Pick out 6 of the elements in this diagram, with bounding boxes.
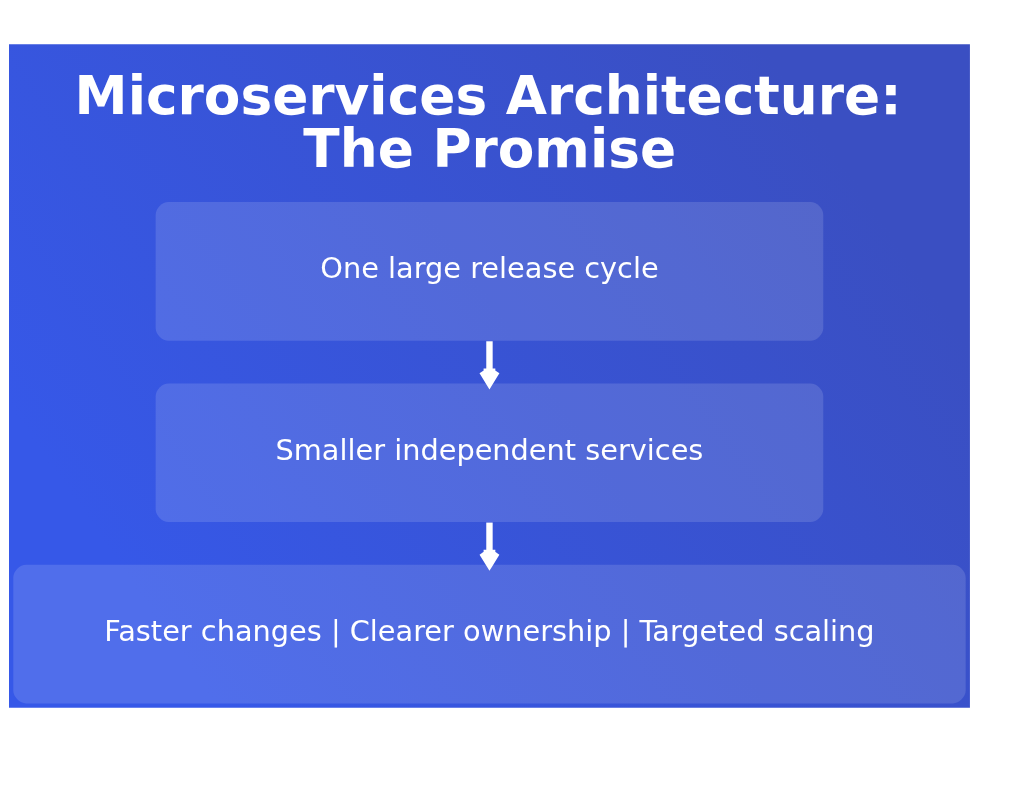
diagram-title: Microservices Architecture: The Promise [74,64,902,180]
node-box: Faster changes | Clearer ownership | Targeted scaling [12,564,966,703]
arrow [478,340,500,387]
node-box: Smaller independent services [155,382,823,522]
node-box: One large release cycle [155,201,823,341]
arrow [478,522,500,568]
